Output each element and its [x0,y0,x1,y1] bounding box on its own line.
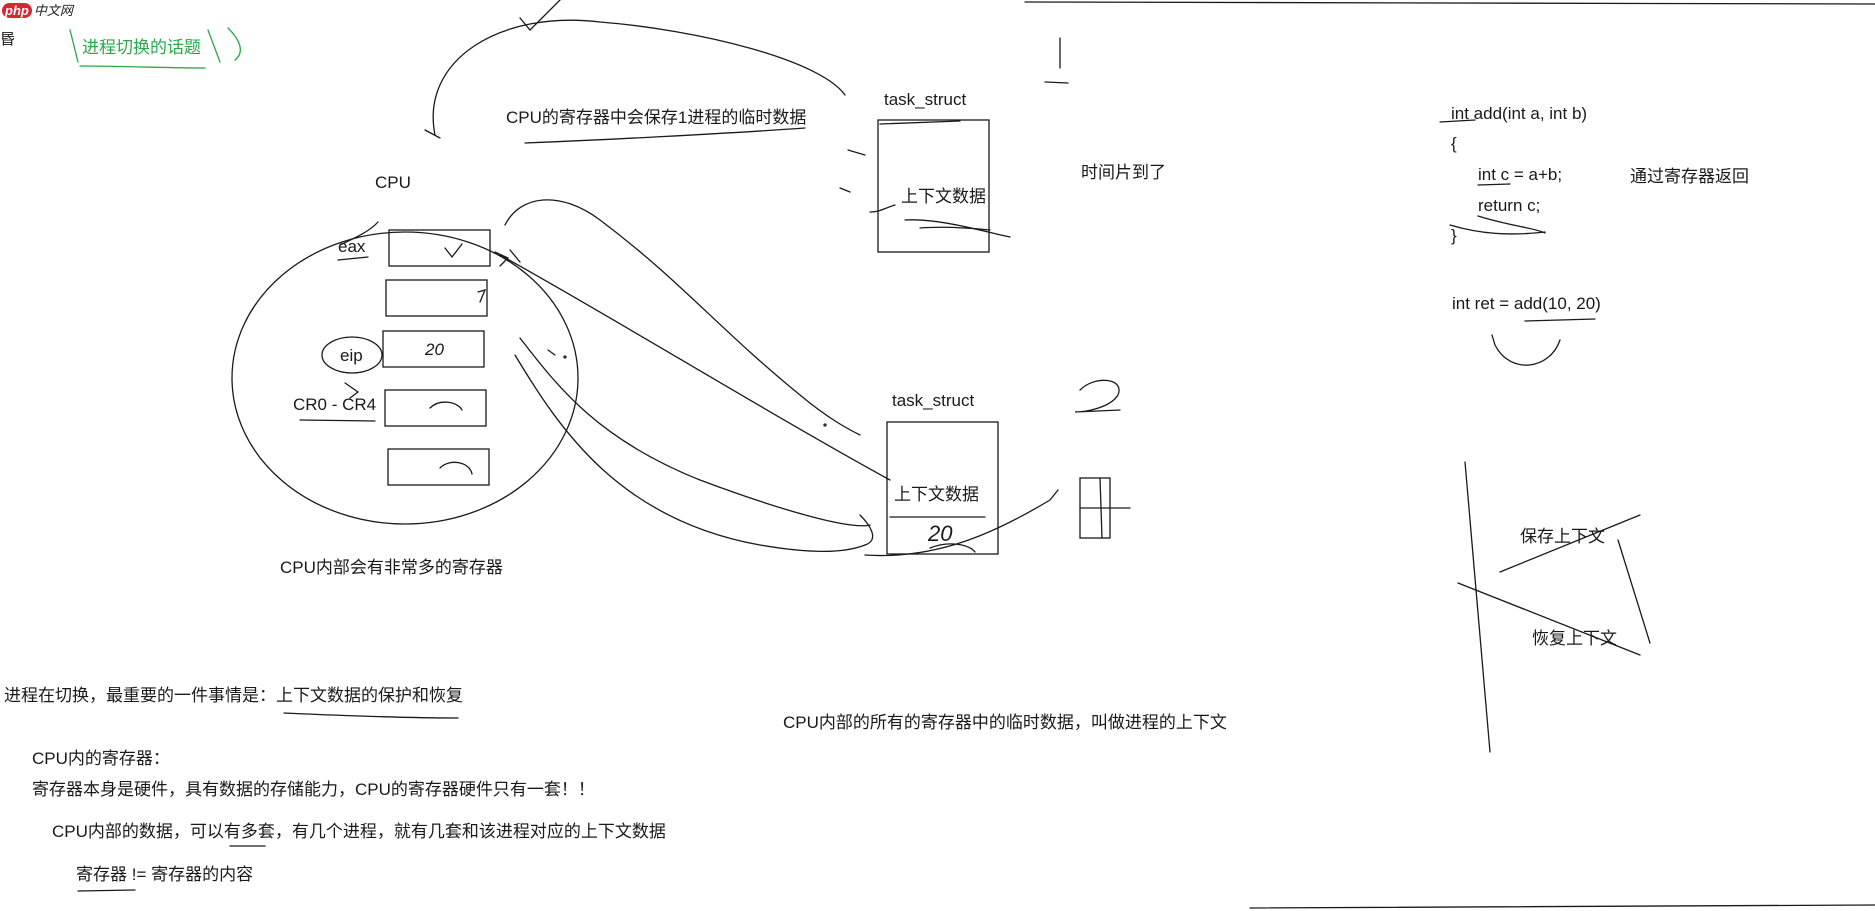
task2-value: 20 [928,521,953,546]
dot-mark-1 [547,349,556,356]
cr-underline [299,419,376,422]
eip-scribble [344,382,360,399]
task1-hook [869,204,896,213]
main-note: 进程在切换，最重要的一件事情是：上下文数据的保护和恢复 [4,686,463,705]
topic-bracket-far [227,27,241,61]
code-return-arrow [1491,334,1561,366]
bottom-border-stroke [1249,904,1875,909]
arrow-head-1 [494,251,510,267]
top-border-stroke [1024,1,1875,5]
note-4: 寄存器 != 寄存器的内容 [76,865,254,884]
save-restore-line-right [1617,539,1651,644]
task2-value-underline [929,543,976,553]
register-scribble-2 [477,289,487,303]
save-context-label: 保存上下文 [1520,527,1605,546]
arrow-lower-hook [859,514,874,546]
register-eax: eax [338,237,366,256]
note-underline [524,127,806,144]
mark-two: 2 [1152,360,1153,380]
code-underline-1 [1439,119,1476,123]
top-arc-stroke [432,19,846,136]
code-line-3: int c = a+b; [1478,165,1563,184]
code-underline-2 [1477,183,1511,186]
register-scribble-1 [444,243,463,259]
time-slice-note: 时间片到了 [1081,163,1166,182]
register-box-5 [387,448,490,486]
note-2: 寄存器本身是硬件，具有数据的存储能力，CPU的寄存器硬件只有一套！！ [32,780,595,799]
topic-underline [79,65,206,69]
restore-strike [1457,582,1641,656]
register-box-4 [384,389,487,427]
code-line-4: return c; [1478,196,1541,215]
register-value-20: 20 [425,340,444,359]
arrow-lower-return [514,354,866,553]
note-1: CPU内的寄存器： [32,749,170,768]
task1-underline [904,219,1011,238]
cpu-label: CPU [375,173,411,192]
top-tick-mark [519,0,561,31]
code-note: 通过寄存器返回 [1630,167,1749,186]
register-scribble-4 [439,461,473,475]
topic-bracket-right [207,29,221,63]
task1-top-stroke [879,120,961,125]
logo-cn: 中文网 [33,3,73,18]
arrow-task2-return [519,337,871,527]
save-restore-line-left [1464,461,1491,753]
code-underline-4 [1449,224,1546,235]
dot-mark-3 [823,423,827,427]
task-struct-2-box [886,421,999,555]
code-line-6: int ret = add(10, 20) [1452,294,1601,313]
task1-underline-2 [919,226,991,231]
task1-dash-2 [839,187,851,193]
code-underline-3 [1477,215,1546,234]
n4-underline [77,889,136,892]
register-box-1 [388,229,491,267]
topic-bracket-left [69,29,79,63]
note-3: CPU内部的数据，可以有多套，有几个进程，就有几套和该进程对应的上下文数据 [52,822,666,841]
task1-label: task_struct [884,90,967,109]
eax-underline [337,256,369,261]
logo-php: php [2,3,32,18]
top-arc-tick [424,129,441,139]
register-scribble-3 [429,401,463,411]
code-line-2: { [1451,134,1457,153]
arrow-right-out [864,489,1059,557]
code-line-5: } [1451,226,1457,245]
task1-dash [847,149,866,156]
arrow-reg-to-task2 [499,254,891,481]
register-box-2 [385,279,488,317]
arrow-cpu-to-task [504,199,861,436]
eax-tick [339,221,379,246]
topic-title: 进程切换的话题 [82,38,201,57]
task2-label: task_struct [892,391,975,410]
task1-content: 上下文数据 [901,187,986,206]
context-definition: CPU内部的所有的寄存器中的临时数据，叫做进程的上下文 [783,713,1227,732]
arrow-tick [509,249,521,263]
short-underline [1044,81,1069,84]
save-strike [1499,514,1641,573]
main-note-underline [283,712,459,719]
register-eip: eip [340,346,363,365]
number-two-stroke [1074,379,1121,413]
code-line-1: int add(int a, int b) [1451,104,1588,123]
task-struct-1-box [877,119,990,253]
small-box-split [1099,477,1103,539]
cpu-caption: CPU内部会有非常多的寄存器 [280,558,503,577]
code-underline-5 [1524,318,1596,322]
register-cr: CR0 - CR4 [293,395,377,414]
register-box-3 [382,330,485,368]
cpu-circle [231,231,579,525]
eip-circle [321,336,383,374]
dot-mark-2 [563,355,567,359]
header-note: CPU的寄存器中会保存1进程的临时数据 [506,108,807,127]
edge-glyph: 昬 [0,31,16,48]
restore-context-label: 恢复上下文 [1532,629,1617,648]
task2-content: 上下文数据 [894,485,979,504]
